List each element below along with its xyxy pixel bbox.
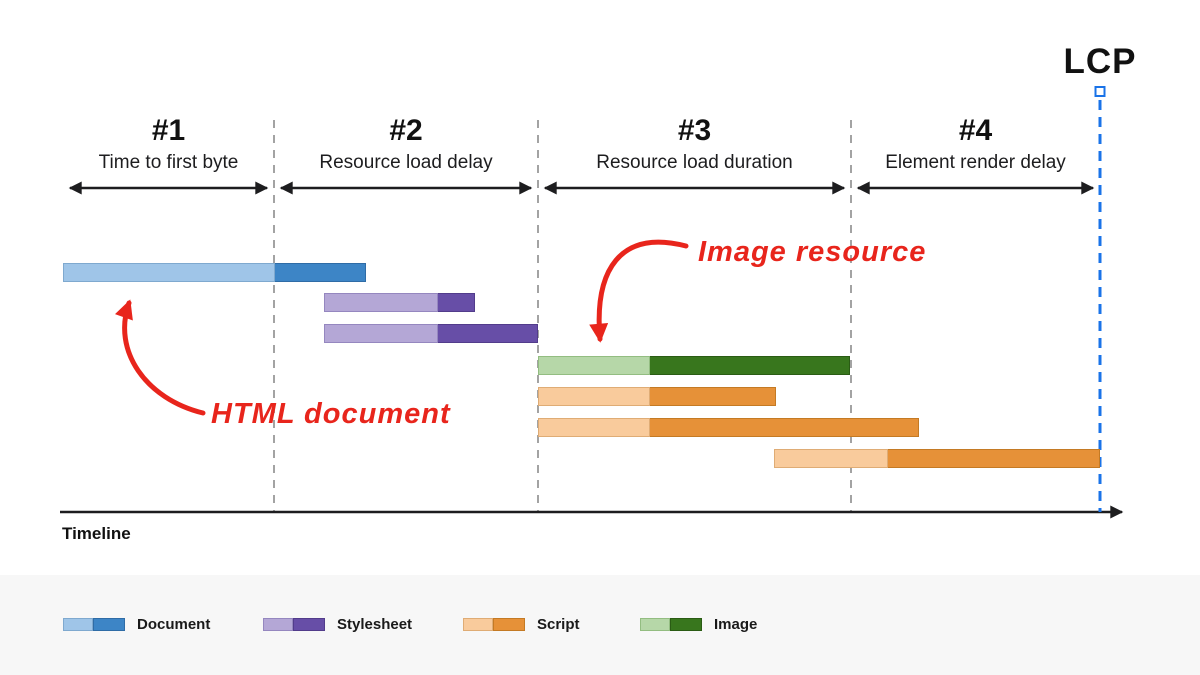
phase-1-number: #1 bbox=[151, 114, 186, 147]
annotation-arrows bbox=[114, 239, 689, 416]
script-load-delay-segment bbox=[538, 387, 650, 406]
document-load-duration-segment bbox=[275, 263, 366, 282]
document-swatch bbox=[63, 617, 125, 631]
html-document-arrow bbox=[114, 299, 206, 416]
image-load-delay-segment bbox=[538, 356, 650, 375]
document-swatch-light bbox=[63, 617, 93, 631]
stylesheet-swatch bbox=[263, 617, 325, 631]
timeline-axis-label: Timeline bbox=[62, 524, 131, 543]
phase-3-number: #3 bbox=[677, 114, 712, 147]
legend-label-image: Image bbox=[714, 615, 758, 633]
phase-1-label: Time to first byte bbox=[98, 152, 239, 173]
script-load-delay-segment bbox=[538, 418, 650, 437]
legend-item-image: Image bbox=[640, 611, 757, 637]
image-bar bbox=[538, 356, 850, 375]
legend-label-document: Document bbox=[137, 615, 211, 633]
stylesheet-load-duration-segment bbox=[438, 324, 538, 343]
image-resource-arrow bbox=[589, 239, 689, 343]
image-swatch-dark bbox=[670, 617, 702, 631]
image-swatch bbox=[640, 617, 702, 631]
script-swatch-dark bbox=[493, 617, 525, 631]
document-load-delay-segment bbox=[63, 263, 275, 282]
legend-item-stylesheet: Stylesheet bbox=[263, 611, 412, 637]
stylesheet-load-duration-segment bbox=[438, 293, 475, 312]
script-bar bbox=[774, 449, 1100, 468]
document-bar bbox=[63, 263, 366, 282]
stylesheet-load-delay-segment bbox=[324, 324, 438, 343]
stylesheet-bar bbox=[324, 324, 538, 343]
script-swatch-light bbox=[463, 617, 493, 631]
phase-2-label: Resource load delay bbox=[319, 152, 493, 173]
stylesheet-bar bbox=[324, 293, 475, 312]
legend-label-stylesheet: Stylesheet bbox=[337, 615, 413, 633]
lcp-marker-line bbox=[1094, 86, 1106, 512]
image-load-duration-segment bbox=[650, 356, 850, 375]
legend-label-script: Script bbox=[537, 615, 580, 633]
script-load-delay-segment bbox=[774, 449, 888, 468]
phase-3-label: Resource load duration bbox=[596, 152, 793, 173]
document-swatch-dark bbox=[93, 617, 125, 631]
script-bar bbox=[538, 387, 776, 406]
lcp-label: LCP bbox=[1063, 42, 1137, 81]
phase-4-label: Element render delay bbox=[885, 152, 1066, 173]
stylesheet-swatch-light bbox=[263, 617, 293, 631]
stylesheet-load-delay-segment bbox=[324, 293, 438, 312]
legend-strip bbox=[0, 575, 1200, 675]
script-bar bbox=[538, 418, 919, 437]
image-resource-annotation: Image resource bbox=[698, 236, 927, 268]
phase-2-number: #2 bbox=[389, 114, 423, 147]
image-swatch-light bbox=[640, 617, 670, 631]
script-load-duration-segment bbox=[888, 449, 1100, 468]
stylesheet-swatch-dark bbox=[293, 617, 325, 631]
script-load-duration-segment bbox=[650, 418, 919, 437]
phase-4-number: #4 bbox=[958, 114, 993, 147]
legend-item-script: Script bbox=[463, 611, 580, 637]
script-swatch bbox=[463, 617, 525, 631]
script-load-duration-segment bbox=[650, 387, 776, 406]
html-document-annotation: HTML document bbox=[211, 398, 451, 430]
legend-item-document: Document bbox=[63, 611, 210, 637]
